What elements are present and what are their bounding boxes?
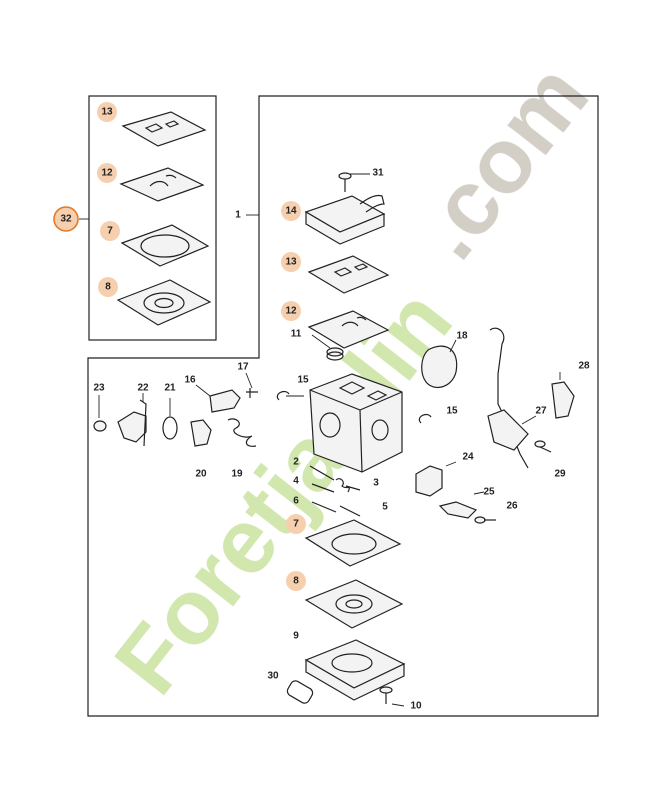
assembly-frame — [87, 95, 599, 717]
callout-5[interactable]: 5 — [382, 502, 388, 513]
svg-text:24: 24 — [462, 452, 474, 463]
svg-text:5: 5 — [382, 502, 388, 513]
callout-15b[interactable]: 15 — [446, 406, 458, 417]
svg-text:28: 28 — [578, 361, 590, 372]
svg-text:17: 17 — [237, 362, 249, 373]
svg-text:18: 18 — [456, 331, 468, 342]
callout-23[interactable]: 23 — [93, 383, 105, 394]
callout-18[interactable]: 18 — [456, 331, 468, 342]
svg-text:9: 9 — [293, 631, 299, 642]
svg-text:14: 14 — [285, 206, 297, 217]
assembly-parts — [93, 172, 575, 707]
svg-text:3: 3 — [373, 478, 379, 489]
svg-text:16: 16 — [184, 375, 196, 386]
svg-text:19: 19 — [231, 469, 243, 480]
callout-8[interactable]: 8 — [286, 571, 306, 591]
svg-text:2: 2 — [293, 457, 299, 468]
callout-1[interactable]: 1 — [235, 210, 241, 221]
callout-17[interactable]: 17 — [237, 362, 249, 373]
callout-20[interactable]: 20 — [195, 469, 207, 480]
svg-text:31: 31 — [372, 168, 384, 179]
callout-8-kit[interactable]: 8 — [98, 277, 118, 297]
frame — [79, 95, 599, 717]
callout-16[interactable]: 16 — [184, 375, 196, 386]
kit-gasket-7 — [120, 224, 210, 267]
callout-11[interactable]: 11 — [291, 329, 302, 340]
svg-text:13: 13 — [285, 257, 297, 268]
watermark-text-grey: .com — [395, 45, 608, 277]
svg-text:27: 27 — [535, 406, 547, 417]
callout-31[interactable]: 31 — [372, 168, 384, 179]
kit-diaphragm-12 — [119, 167, 205, 202]
callout-15a[interactable]: 15 — [297, 375, 309, 386]
svg-text:12: 12 — [101, 168, 113, 179]
svg-text:25: 25 — [483, 487, 495, 498]
watermark-text-green: Foretjardin — [95, 271, 471, 712]
callout-14[interactable]: 14 — [281, 201, 301, 221]
callout-30[interactable]: 30 — [267, 671, 279, 682]
callout-32[interactable]: 32 — [53, 206, 79, 232]
callout-2[interactable]: 2 — [293, 457, 299, 468]
svg-text:8: 8 — [293, 576, 299, 587]
callout-7[interactable]: 7 — [286, 514, 306, 534]
svg-text:8: 8 — [105, 282, 111, 293]
svg-text:29: 29 — [554, 469, 566, 480]
callouts: 32 1 13 12 7 8 31 14 13 12 11 17 16 15 1… — [53, 102, 590, 712]
callout-28[interactable]: 28 — [578, 361, 590, 372]
kit-diaphragm-8 — [116, 279, 212, 326]
callout-12[interactable]: 12 — [281, 301, 301, 321]
callout-22[interactable]: 22 — [137, 383, 149, 394]
svg-text:4: 4 — [293, 476, 299, 487]
svg-text:30: 30 — [267, 671, 279, 682]
kit-box — [88, 95, 217, 341]
callout-13[interactable]: 13 — [281, 252, 301, 272]
svg-text:10: 10 — [410, 701, 422, 712]
callout-7-kit[interactable]: 7 — [100, 221, 120, 241]
kit-parts — [116, 111, 212, 326]
callout-13-kit[interactable]: 13 — [97, 102, 117, 122]
svg-text:6: 6 — [293, 496, 299, 507]
svg-text:11: 11 — [291, 329, 302, 340]
callout-10[interactable]: 10 — [410, 701, 422, 712]
svg-text:20: 20 — [195, 469, 207, 480]
svg-text:32: 32 — [60, 214, 72, 225]
svg-text:23: 23 — [93, 383, 105, 394]
callout-21[interactable]: 21 — [164, 383, 176, 394]
callout-12-kit[interactable]: 12 — [97, 163, 117, 183]
callout-24[interactable]: 24 — [462, 452, 474, 463]
callout-6[interactable]: 6 — [293, 496, 299, 507]
kit-gasket-13 — [121, 111, 207, 147]
svg-text:22: 22 — [137, 383, 149, 394]
svg-text:7: 7 — [293, 519, 299, 530]
svg-text:26: 26 — [506, 501, 518, 512]
svg-text:15: 15 — [297, 375, 309, 386]
callout-29[interactable]: 29 — [554, 469, 566, 480]
callout-4[interactable]: 4 — [293, 476, 299, 487]
callout-19[interactable]: 19 — [231, 469, 243, 480]
svg-text:13: 13 — [101, 107, 113, 118]
callout-3[interactable]: 3 — [373, 478, 379, 489]
svg-text:1: 1 — [235, 210, 241, 221]
svg-text:21: 21 — [164, 383, 176, 394]
svg-text:15: 15 — [446, 406, 458, 417]
callout-9[interactable]: 9 — [293, 631, 299, 642]
svg-text:7: 7 — [107, 226, 113, 237]
svg-text:12: 12 — [285, 306, 297, 317]
callout-25[interactable]: 25 — [483, 487, 495, 498]
callout-26[interactable]: 26 — [506, 501, 518, 512]
callout-27[interactable]: 27 — [535, 406, 547, 417]
